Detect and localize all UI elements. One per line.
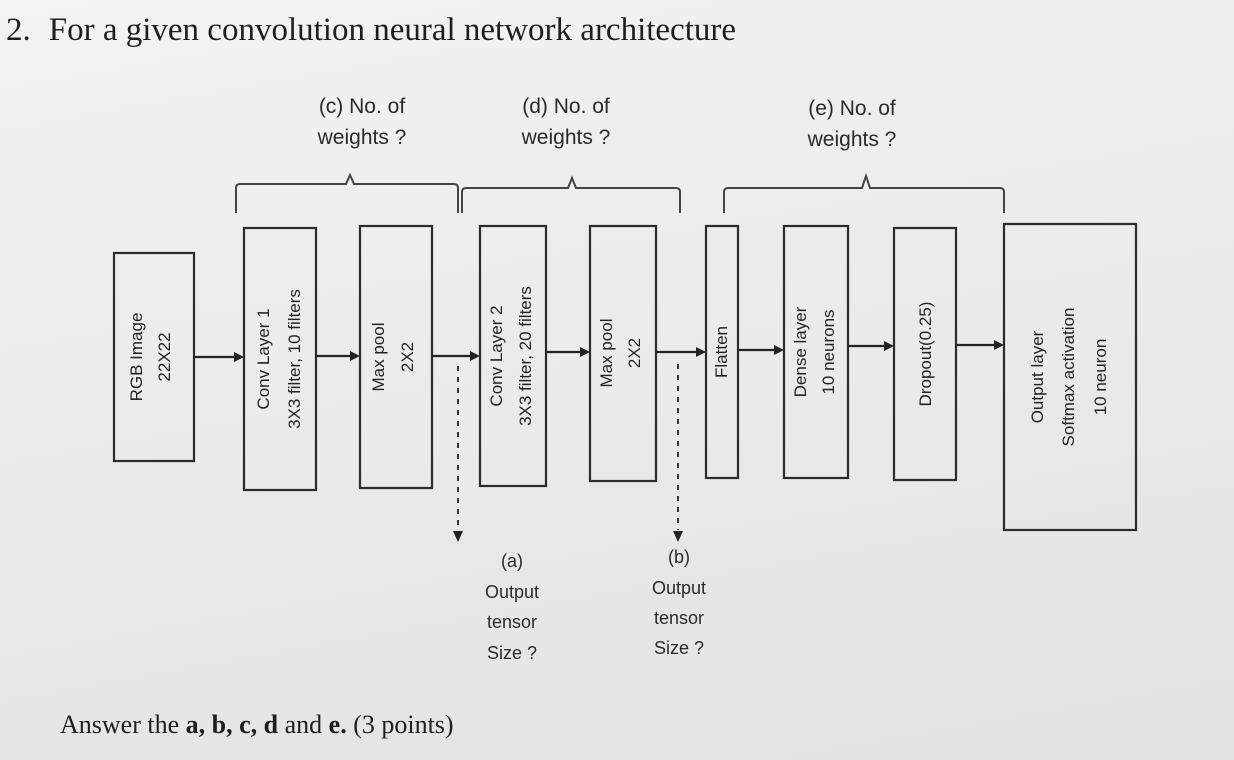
question-number: 2. — [6, 12, 31, 48]
output-layer-box — [1002, 222, 1138, 532]
probe-arrowhead-a — [453, 531, 463, 542]
weights-label-e: (e) No. of weights ? — [807, 97, 897, 151]
conv-layer-1-line-2: 3X3 filter, 10 filters — [285, 289, 304, 429]
output-label-a-line-1: (a) — [501, 551, 523, 571]
weights-bracket-d — [461, 175, 681, 213]
answer-prefix: Answer the — [60, 710, 180, 739]
weights-label-c-line-2: weights ? — [317, 126, 407, 149]
weights-label-d-line-1: (d) No. of — [522, 95, 610, 118]
output-label-b-line-2: Output — [652, 578, 706, 598]
output-size-label-b: (b) Output tensor Size ? — [652, 547, 706, 658]
max-pool-2-line-1: Max pool — [597, 319, 616, 388]
conv-layer-2-line-1: Conv Layer 2 — [487, 305, 506, 406]
answer-points: (3 points) — [353, 710, 454, 739]
output-label-b-line-3: tensor — [654, 608, 704, 628]
output-label-a-line-3: tensor — [487, 612, 537, 632]
max-pool-1-line-1: Max pool — [369, 323, 388, 392]
dropout-box — [892, 226, 958, 482]
max-pool-2-line-2: 2X2 — [625, 338, 644, 368]
arrowhead — [884, 341, 894, 351]
arrowhead — [580, 347, 590, 357]
conv-layer-1-box — [242, 226, 318, 492]
rgb-image-box — [112, 251, 196, 463]
dense-layer-line-2: 10 neurons — [819, 309, 838, 394]
max-pool-2-box — [588, 224, 658, 483]
arrowhead — [696, 347, 706, 357]
output-label-a-line-2: Output — [485, 582, 539, 602]
weights-label-e-line-2: weights ? — [807, 128, 897, 151]
weights-label-e-line-1: (e) No. of — [808, 97, 896, 120]
output-label-b-line-4: Size ? — [654, 638, 704, 658]
conv-layer-1-line-1: Conv Layer 1 — [254, 308, 273, 409]
weights-label-c-line-1: (c) No. of — [319, 95, 406, 118]
conv-layer-2-line-2: 3X3 filter, 20 filters — [516, 286, 535, 426]
answer-instruction: Answer the a, b, c, d and e. (3 points) — [60, 710, 454, 740]
output-layer-line-2: Softmax activation — [1059, 308, 1078, 447]
weights-label-d-line-2: weights ? — [521, 126, 611, 149]
arrowhead — [234, 352, 244, 362]
dense-layer-line-1: Dense layer — [791, 306, 810, 397]
rgb-image-line-1: RGB Image — [127, 313, 146, 402]
arrowhead — [994, 340, 1004, 350]
answer-last-letter: e. — [328, 710, 347, 739]
answer-letters: a, b, c, d — [185, 710, 279, 739]
output-label-a-line-4: Size ? — [487, 643, 537, 663]
dense-layer-box — [782, 224, 850, 480]
output-label-b-line-1: (b) — [668, 547, 690, 567]
max-pool-1-line-2: 2X2 — [398, 342, 417, 372]
arrowhead — [774, 345, 784, 355]
weights-bracket-c — [235, 172, 459, 213]
flatten-label: Flatten — [712, 326, 731, 378]
rgb-image-line-2: 22X22 — [155, 332, 174, 381]
arrowhead — [470, 351, 480, 361]
question-text: For a given convolution neural network a… — [48, 12, 737, 48]
answer-and-word: and — [284, 710, 323, 739]
weights-label-c: (c) No. of weights ? — [317, 95, 407, 149]
flow-arrows — [194, 340, 1004, 362]
weights-bracket-e — [723, 172, 1005, 213]
dropout-label: Dropout(0.25) — [916, 302, 935, 407]
output-layer-line-3: 10 neuron — [1091, 339, 1110, 416]
output-size-label-a: (a) Output tensor Size ? — [485, 551, 539, 663]
arrowhead — [350, 351, 360, 361]
question-heading: 2. For a given convolution neural network… — [6, 12, 736, 49]
output-layer-line-1: Output layer — [1028, 330, 1047, 423]
weights-label-d: (d) No. of weights ? — [521, 95, 611, 149]
probe-arrowhead-b — [673, 531, 683, 542]
